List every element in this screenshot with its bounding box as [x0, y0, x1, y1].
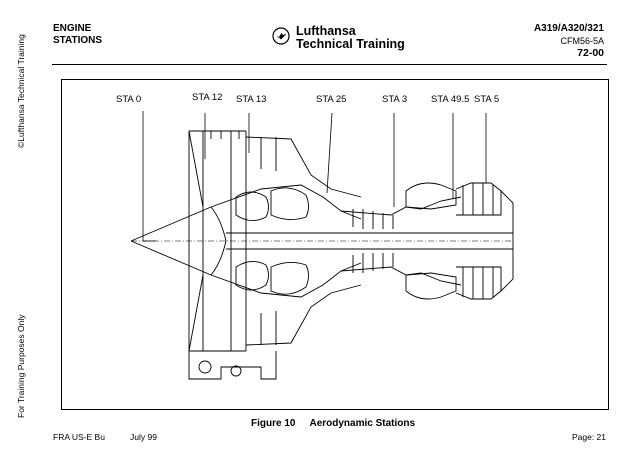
- station-label-sta-12: STA 12: [192, 92, 223, 103]
- station-label-sta-25: STA 25: [316, 94, 347, 105]
- logo-text-line1: Lufthansa: [296, 24, 356, 38]
- station-label-sta-13: STA 13: [236, 94, 267, 105]
- copyright-side-text: ©Lufthansa Technical Training: [16, 34, 26, 148]
- station-label-sta-3: STA 3: [382, 94, 408, 105]
- engine-cross-section-drawing: [130, 111, 514, 380]
- header-title-line1: ENGINE: [53, 23, 92, 34]
- aircraft-type: A319/A320/321: [533, 23, 604, 34]
- figure-number: Figure 10: [251, 418, 296, 429]
- training-purposes-side-text: For Training Purposes Only: [16, 314, 26, 418]
- header-section-title: ENGINE STATIONS: [53, 23, 102, 47]
- footer-page-number: Page: 21: [571, 432, 606, 442]
- header-rule: [52, 64, 607, 65]
- engine-model: CFM56-5A: [560, 36, 604, 46]
- header-document-ref: A319/A320/321 CFM56-5A 72-00: [534, 23, 604, 59]
- station-label-sta-5: STA 5: [474, 94, 500, 105]
- footer-date: July 99: [130, 432, 157, 442]
- logo-text-line2: Technical Training: [296, 37, 405, 51]
- figure-caption: Figure 10 Aerodynamic Stations: [251, 418, 415, 429]
- station-label-sta-49-5: STA 49.5: [431, 94, 470, 105]
- chapter-number: 72-00: [577, 47, 604, 59]
- footer-department: FRA US-E Bu: [53, 432, 105, 442]
- figure-title: Aerodynamic Stations: [309, 418, 416, 429]
- header-title-line2: STATIONS: [53, 35, 103, 46]
- station-label-sta-0: STA 0: [116, 94, 142, 105]
- crane-logo-icon: [272, 27, 290, 45]
- lufthansa-logo: Lufthansa Technical Training: [272, 25, 405, 51]
- figure-frame: [61, 79, 609, 410]
